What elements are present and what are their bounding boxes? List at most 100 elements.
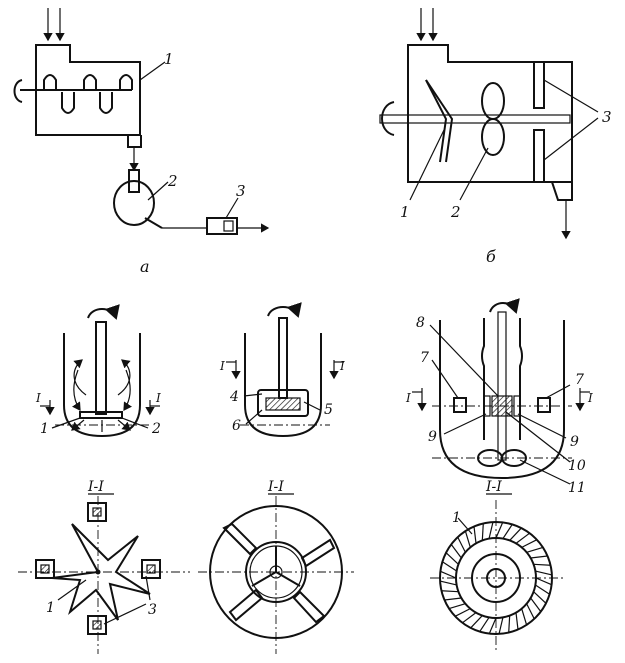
leader-9 — [443, 413, 487, 435]
vessel-1 — [35, 44, 141, 136]
ring-tooth — [450, 544, 462, 559]
leader-4 — [243, 393, 263, 397]
pump-outlet — [144, 217, 163, 229]
ring-tooth — [521, 608, 528, 626]
ring-tooth — [526, 603, 535, 620]
baffle-3 — [533, 61, 545, 109]
baffle — [292, 590, 326, 624]
label-rotor: 1 — [40, 421, 49, 437]
ring-tooth — [509, 527, 522, 541]
unit-3 — [206, 217, 238, 235]
label-10: 10 — [568, 458, 586, 474]
mixer-1: I I 1 2 — [35, 304, 161, 438]
section-view-2: I-I — [198, 479, 354, 654]
mixer-3-sleeve — [481, 318, 485, 440]
ring-tooth — [462, 612, 477, 624]
rotor-blade — [275, 571, 301, 587]
ring-tooth — [515, 612, 519, 630]
impeller-upper — [43, 74, 57, 90]
rotor-center — [95, 569, 101, 575]
label-v1-block: 3 — [148, 602, 157, 618]
leader-3 — [103, 603, 147, 625]
ring-tooth — [439, 580, 457, 586]
leader-1 — [139, 61, 166, 81]
section-mark-left: I — [35, 391, 41, 405]
block-inner — [92, 507, 102, 517]
mixer-3-sleeve — [519, 318, 523, 440]
vessel — [407, 44, 573, 183]
caption-b: б — [486, 247, 496, 266]
leader-9 — [517, 413, 567, 439]
label-vessel: 1 — [164, 50, 174, 68]
section-mark-left: I — [405, 391, 411, 405]
section-mark-right: I — [155, 391, 161, 405]
ring-tooth — [479, 617, 490, 632]
ring-tooth — [508, 615, 511, 633]
baffle — [222, 522, 258, 556]
mixer-2-shaft — [278, 317, 288, 399]
block-3 — [141, 559, 161, 579]
flow-arrow — [123, 369, 132, 411]
block-inner — [146, 564, 156, 574]
section-title-3: I-I — [485, 479, 502, 495]
impeller-lower — [61, 92, 75, 114]
block-3 — [35, 559, 55, 579]
ring-tooth — [457, 536, 466, 553]
section-title-2: I-I — [267, 479, 284, 495]
ring-tooth — [502, 524, 513, 539]
flow-arrow — [73, 359, 87, 396]
ring-tooth — [515, 532, 530, 544]
section-mark-right: I — [339, 359, 345, 373]
mixer-2: I I 4 5 6 — [219, 302, 345, 438]
ring-teeth — [439, 521, 553, 635]
label-6: 6 — [232, 418, 241, 434]
baffle-7 — [537, 397, 551, 413]
rotation-arrow — [87, 304, 120, 320]
label-9-right: 9 — [570, 434, 579, 450]
ring-tooth — [481, 523, 484, 541]
block-3 — [87, 502, 107, 522]
ring-tooth — [533, 563, 551, 566]
ring-tooth — [441, 590, 459, 593]
ring-tooth — [488, 521, 494, 539]
section-mark-right: I — [587, 391, 593, 405]
leader-1 — [457, 517, 473, 535]
mixer-3-shaft — [497, 311, 507, 461]
ring-tooth — [440, 570, 457, 579]
rotor-blade — [251, 571, 277, 587]
mixer-1-shaft — [95, 321, 107, 415]
leader-5 — [303, 401, 321, 411]
block-inner — [92, 620, 102, 630]
label-7-right: 7 — [575, 372, 584, 388]
leader-1 — [409, 129, 445, 201]
label-propeller: 1 — [400, 203, 410, 221]
ring-tooth — [488, 617, 497, 634]
label-unit: 3 — [236, 182, 246, 200]
baffle — [228, 588, 264, 622]
ring-tooth — [498, 617, 504, 635]
leader-3 — [225, 197, 239, 219]
leader-1 — [51, 417, 81, 429]
rotation-arrow — [13, 79, 23, 103]
label-5: 5 — [324, 402, 333, 418]
ring-tooth — [448, 603, 466, 610]
ring-tooth — [454, 608, 471, 617]
ring-tooth — [535, 577, 552, 586]
label-7-left: 7 — [420, 350, 429, 366]
ring-tooth — [533, 591, 547, 604]
ring-tooth — [442, 561, 457, 572]
leader-10 — [505, 411, 571, 463]
ring-tooth — [535, 584, 550, 595]
ring-tooth — [535, 570, 553, 576]
ring-tooth — [526, 546, 544, 553]
label-stator: 2 — [151, 421, 161, 437]
mixer-2-vessel — [244, 333, 322, 438]
rotation-arrow — [381, 101, 395, 136]
ring-tooth — [495, 522, 504, 539]
rotor — [79, 411, 123, 419]
label-4: 4 — [229, 389, 239, 405]
mixer-3-vessel — [439, 320, 565, 480]
rotation-arrow — [267, 302, 302, 318]
label-baffles: 3 — [602, 108, 612, 126]
ring-tooth — [445, 552, 459, 565]
